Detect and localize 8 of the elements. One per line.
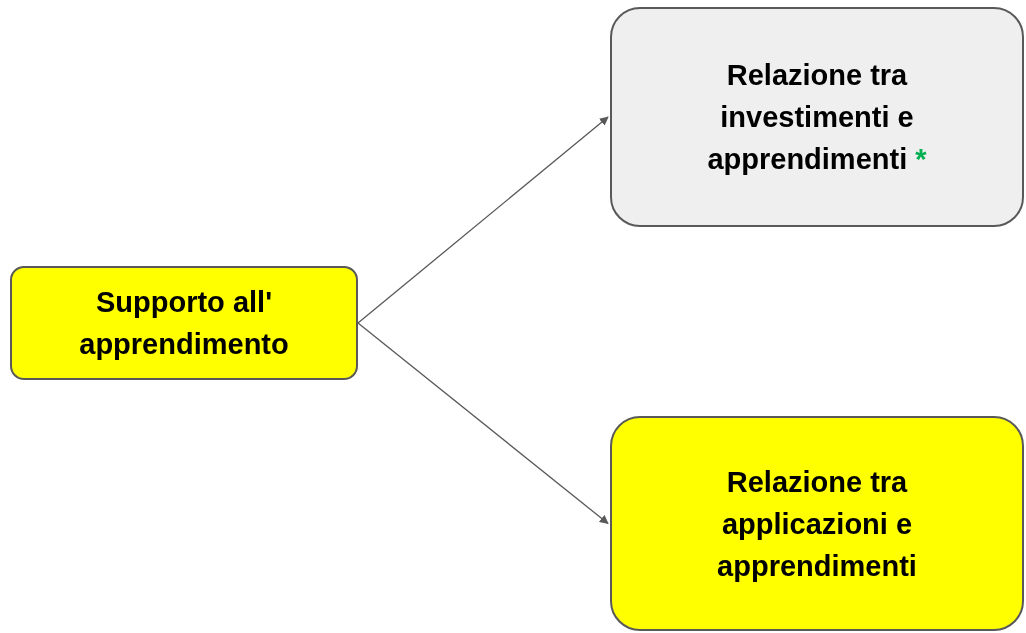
box-text: Supporto all' apprendimento [78,285,290,362]
process-box [610,416,1024,631]
arrow [357,322,609,525]
process-box [610,7,1024,227]
box-text: Relazione tra applicazioni e apprendimenti [716,464,918,584]
process-box [10,266,358,380]
box-text: Relazione tra investimenti e apprendimenti * [706,58,928,177]
arrow [357,116,609,324]
